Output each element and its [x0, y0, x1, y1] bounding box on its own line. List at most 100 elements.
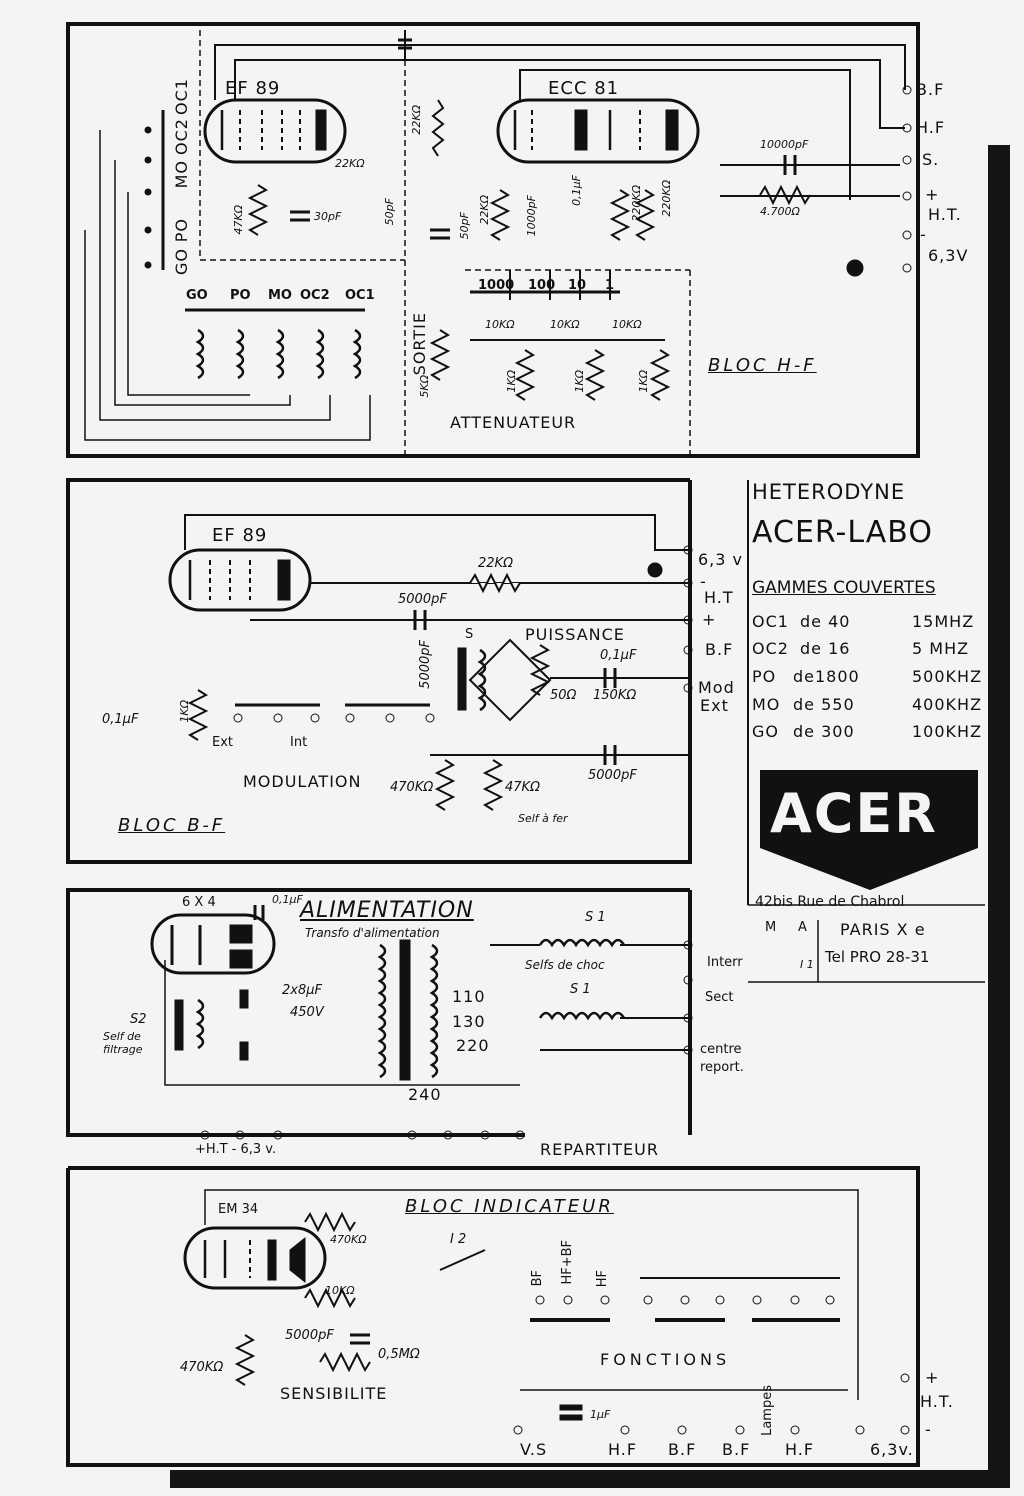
range-oc2-band: OC2: [752, 639, 789, 658]
info-ranges-title: GAMMES COUVERTES: [752, 578, 936, 598]
alim-tap-240: 240: [408, 1085, 442, 1104]
bf-cap-5000pf-c: 5000pF: [588, 768, 637, 783]
alim-transfo: Transfo d'alimentation: [305, 926, 440, 940]
hf-tube2-label: ECC 81: [548, 78, 620, 99]
alim-frame: [66, 888, 693, 1140]
ind-out-minus: -: [925, 1420, 932, 1439]
range-oc2-from: de 16: [800, 639, 851, 658]
range-po-band: PO: [752, 667, 777, 686]
hf-band-oc1: OC1: [172, 78, 191, 115]
bf-puissance: PUISSANCE: [525, 625, 625, 644]
ind-sel-hf: HF: [595, 1270, 610, 1288]
bf-out-bf: B.F: [705, 640, 734, 659]
acer-logo-text: ACER: [770, 782, 938, 845]
ind-sensibilite: SENSIBILITE: [280, 1384, 388, 1403]
alim-ht-label: +H.T - 6,3 v.: [195, 1142, 277, 1157]
range-go-to: 100KHZ: [912, 722, 983, 741]
ind-bottom-bf1: B.F: [668, 1440, 697, 1459]
alim-s2: S2: [130, 1012, 147, 1027]
alim-report: report.: [700, 1060, 744, 1075]
hf-coil-oc2: OC2: [300, 288, 330, 303]
bf-modulation: MODULATION: [243, 772, 362, 791]
hf-res-1k-1: 1KΩ: [505, 370, 518, 393]
range-mo-band: MO: [752, 695, 781, 714]
alim-centre: centre: [700, 1042, 742, 1057]
ind-bottom-vs: V.S: [520, 1440, 548, 1459]
hf-out-s: S.: [922, 150, 940, 169]
hf-res-1k-2: 1KΩ: [573, 370, 586, 393]
bf-res-47k: 47KΩ: [505, 780, 541, 795]
ind-cap-1uf: 1μF: [590, 1408, 611, 1421]
range-go-from: de 300: [793, 722, 855, 741]
ind-bottom-lampes: Lampes: [760, 1385, 775, 1436]
bf-cap-5000pf-a: 5000pF: [398, 592, 447, 607]
range-oc2-to: 5 MHZ: [912, 639, 970, 658]
ind-out-plus: +: [925, 1368, 940, 1387]
ind-out-ht: H.T.: [920, 1392, 954, 1411]
bf-out-ext: Ext: [700, 696, 729, 715]
hf-res-220k-b: 220KΩ: [660, 180, 673, 217]
bf-out-63v: 6,3 v: [698, 550, 743, 569]
ind-out-63v: 6,3v.: [870, 1440, 914, 1459]
hf-res-5k: 5KΩ: [418, 375, 431, 398]
alim-title: ALIMENTATION: [300, 898, 474, 923]
hf-out-hf: H.F: [916, 118, 946, 137]
bf-tube-label: EF 89: [212, 525, 268, 546]
hf-sortie: SORTIE: [410, 312, 429, 376]
bf-cap-5000pf-b: 5000pF: [418, 640, 433, 689]
alim-cap-top: 0,1μF: [272, 893, 303, 906]
hf-cap-50pf-a: 50pF: [383, 198, 396, 226]
alim-selfs-choc: Selfs de choc: [525, 958, 605, 972]
hf-cap-01uf: 0,1μF: [570, 175, 583, 206]
bf-res-22k: 22KΩ: [478, 556, 514, 571]
hf-coil-oc1: OC1: [345, 288, 375, 303]
ind-sel-hfbf: HF+BF: [560, 1240, 575, 1285]
ind-sel-bf: BF: [530, 1270, 545, 1287]
info-brand-line1: HETERODYNE: [752, 480, 906, 504]
hf-res-4700: 4.700Ω: [760, 205, 800, 218]
alim-tap-130: 130: [452, 1012, 486, 1031]
info-panel-frame: [747, 480, 985, 983]
hf-band-oc2: OC2: [172, 118, 191, 155]
alim-self-filtrage: Self de filtrage: [103, 1030, 143, 1056]
hf-res-10k-3: 10KΩ: [612, 318, 642, 331]
hf-coil-go: GO: [186, 288, 208, 303]
ind-bottom-hf: H.F: [608, 1440, 638, 1459]
alim-volt: 450V: [290, 1005, 324, 1020]
alim-ma-a: A: [798, 920, 807, 935]
info-phone: Tel PRO 28-31: [825, 948, 930, 966]
ind-bloc-title: BLOC INDICATEUR: [405, 1196, 614, 1217]
bloc-hf-frame: [66, 22, 920, 458]
bf-out-plus: +: [702, 610, 717, 629]
hf-res-10k-2: 10KΩ: [550, 318, 580, 331]
bf-self-note: Self à fer: [518, 812, 568, 825]
hf-out-plus: +: [925, 185, 940, 204]
bf-out-minus: -: [700, 572, 707, 591]
alim-secteur: Sect: [705, 990, 734, 1005]
range-po-from: de1800: [793, 667, 860, 686]
alim-i1: I 1: [800, 958, 814, 971]
hf-atten-10: 10: [568, 278, 587, 293]
bf-s-label: S: [465, 627, 474, 642]
hf-res-220k-a: 220KΩ: [630, 185, 643, 222]
hf-cap-1000pf: 1000pF: [525, 195, 538, 237]
bf-res-150k: 150KΩ: [593, 688, 637, 703]
hf-out-bf: B.F: [916, 80, 945, 99]
hf-res-22k-c: 22KΩ: [478, 195, 491, 225]
bf-res-1k: 1KΩ: [178, 700, 191, 723]
ind-tube-label: EM 34: [218, 1202, 259, 1217]
info-city: PARIS X e: [840, 920, 926, 939]
alim-tap-220: 220: [456, 1036, 490, 1055]
hf-res-1k-3: 1KΩ: [637, 370, 650, 393]
range-mo-to: 400KHZ: [912, 695, 983, 714]
range-go-band: GO: [752, 722, 779, 741]
ind-res-470k: 470KΩ: [330, 1233, 367, 1246]
hf-bloc-title: BLOC H-F: [708, 355, 817, 376]
hf-res-47k: 47KΩ: [232, 205, 245, 235]
info-brand-line2: ACER-LABO: [752, 515, 933, 550]
info-address: 42bis Rue de Chabrol: [755, 894, 905, 910]
hf-out-minus: -: [920, 225, 927, 244]
hf-out-ht: H.T.: [928, 205, 962, 224]
bloc-bf-frame: [66, 478, 693, 864]
